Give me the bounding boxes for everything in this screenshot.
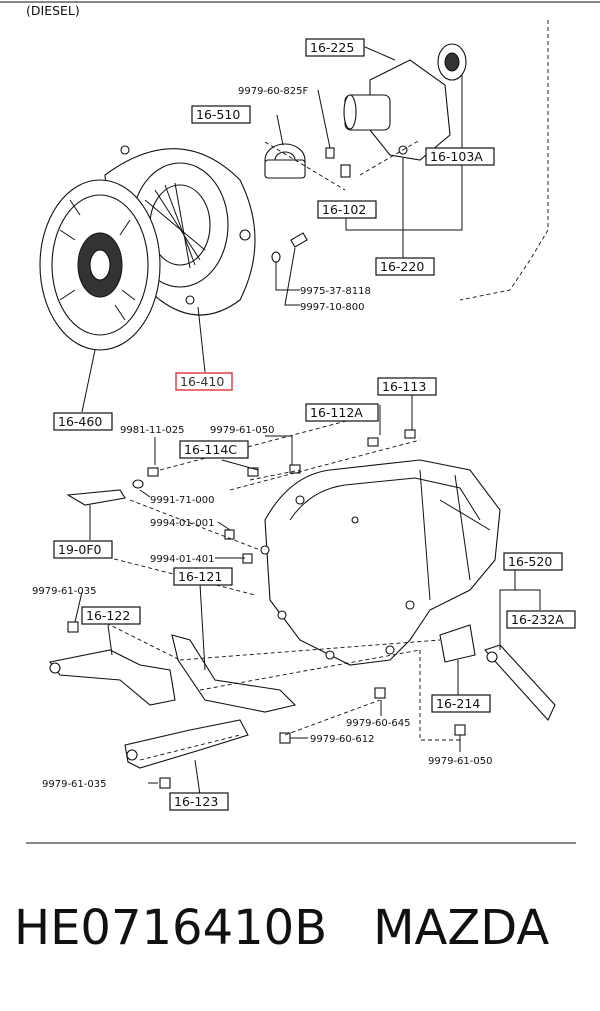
svg-text:16-410: 16-410 (180, 374, 224, 389)
callout-16-102[interactable]: 16-102 (317, 200, 377, 219)
leader-lines (74, 46, 541, 796)
ref-9979-61-035-top[interactable]: 9979-61-035 (32, 586, 96, 597)
ref-9991-71-000[interactable]: 9991-71-000 (150, 495, 214, 506)
ref-9994-01-001[interactable]: 9994-01-001 (150, 518, 214, 529)
ref-9979-60-645[interactable]: 9979-60-645 (346, 718, 410, 729)
svg-text:16-121: 16-121 (178, 569, 222, 584)
ref-9997-10-800[interactable]: 9997-10-800 (300, 302, 364, 313)
ref-9979-61-050-top[interactable]: 9979-61-050 (210, 425, 274, 436)
callout-16-460[interactable]: 16-460 (53, 412, 113, 431)
clutch-housing-part (260, 459, 501, 666)
svg-text:16-112A: 16-112A (310, 405, 363, 420)
svg-text:16-232A: 16-232A (511, 612, 564, 627)
exploded-parts-diagram: (DIESEL) (0, 1, 600, 844)
callout-16-510[interactable]: 16-510 (191, 105, 251, 124)
callout-16-121[interactable]: 16-121 (173, 567, 233, 586)
bracket-16-123-part (124, 719, 249, 769)
part-number: HE0716410B (14, 900, 328, 956)
svg-text:16-102: 16-102 (322, 202, 366, 217)
alignment-dashes (59, 139, 460, 761)
svg-text:16-220: 16-220 (380, 259, 424, 274)
svg-text:16-123: 16-123 (174, 794, 218, 809)
bracket-16-122-part (49, 649, 176, 706)
callout-19-0f0[interactable]: 19-0F0 (53, 540, 113, 559)
svg-text:16-225: 16-225 (310, 40, 354, 55)
svg-text:19-0F0: 19-0F0 (58, 542, 102, 557)
ref-9979-60-612[interactable]: 9979-60-612 (310, 734, 374, 745)
footer-caption: HE0716410B MAZDA (14, 900, 594, 970)
ref-9979-61-035-bottom[interactable]: 9979-61-035 (42, 779, 106, 790)
callout-16-225[interactable]: 16-225 (305, 38, 365, 57)
svg-text:16-460: 16-460 (58, 414, 102, 429)
callout-16-520[interactable]: 16-520 (503, 552, 563, 571)
ref-9981-11-025[interactable]: 9981-11-025 (120, 425, 184, 436)
callout-16-103a[interactable]: 16-103A (425, 147, 495, 166)
clutch-disc-part (39, 179, 161, 351)
callout-16-214[interactable]: 16-214 (431, 694, 491, 713)
svg-text:16-114C: 16-114C (184, 442, 237, 457)
callout-16-114c[interactable]: 16-114C (179, 440, 249, 459)
callout-16-112a[interactable]: 16-112A (305, 403, 379, 422)
svg-text:16-214: 16-214 (436, 696, 480, 711)
callout-16-410[interactable]: 16-410 (175, 372, 233, 391)
callout-16-220[interactable]: 16-220 (375, 257, 435, 276)
brand-name: MAZDA (373, 900, 550, 956)
callout-16-122[interactable]: 16-122 (81, 606, 141, 625)
svg-text:16-103A: 16-103A (430, 149, 483, 164)
release-fork-part (484, 644, 556, 721)
lower-bolts (67, 429, 466, 789)
release-bearing-part (264, 143, 306, 179)
ref-9994-01-401[interactable]: 9994-01-401 (150, 554, 214, 565)
svg-text:16-520: 16-520 (508, 554, 552, 569)
boundary-line (459, 20, 549, 301)
ref-9979-60-825f[interactable]: 9979-60-825F (238, 86, 308, 97)
bracket-19-part (66, 489, 126, 506)
callout-16-232a[interactable]: 16-232A (506, 610, 576, 629)
ref-9975-37-8118[interactable]: 9975-37-8118 (300, 286, 371, 297)
callout-16-123[interactable]: 16-123 (169, 792, 229, 811)
svg-text:16-510: 16-510 (196, 107, 240, 122)
oil-seal-part (437, 43, 467, 81)
svg-text:16-113: 16-113 (382, 379, 426, 394)
callout-16-113[interactable]: 16-113 (377, 377, 437, 396)
member-16-121-part (171, 634, 297, 713)
diesel-header: (DIESEL) (26, 3, 80, 18)
front-cover-part (343, 59, 451, 161)
svg-text:16-122: 16-122 (86, 608, 130, 623)
boot-part (439, 624, 476, 663)
ref-9979-61-050-bottom[interactable]: 9979-61-050 (428, 756, 492, 767)
